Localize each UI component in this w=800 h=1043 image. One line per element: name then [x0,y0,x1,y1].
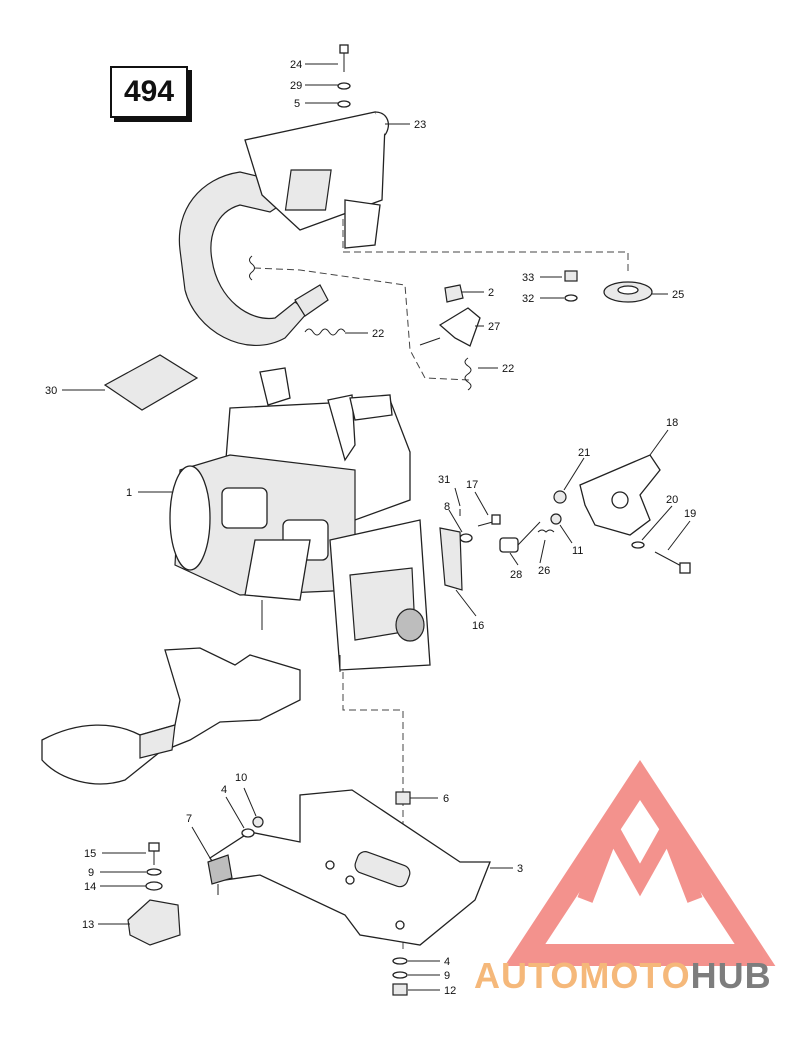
stud-28 [499,521,541,553]
callout-14: 14 [84,881,96,893]
callout-9-left: 9 [88,867,94,879]
bolt-17 [477,514,501,527]
watermark-brand-part1: AUTOMOTO [474,955,691,996]
callout-4-lower: 4 [444,956,450,968]
washer-8 [459,533,473,543]
nut-12 [392,983,408,996]
washer-29 [337,82,351,90]
callout-23: 23 [414,119,426,131]
nut-21 [553,490,567,504]
callout-21: 21 [578,447,590,459]
callout-labels: 24 29 5 23 33 32 25 2 27 22 22 30 18 21 … [45,59,696,997]
callout-25: 25 [672,289,684,301]
callout-5: 5 [294,98,300,110]
callout-4-upper: 4 [221,784,227,796]
washer-4-upper [241,828,255,838]
callout-31: 31 [438,474,450,486]
callout-10: 10 [235,772,247,784]
gasket-30 [103,354,199,411]
spring-22-lower [464,357,472,391]
callout-22-lower: 22 [502,363,514,375]
rubber-mount-7 [207,854,233,895]
washer-32 [564,294,578,302]
callout-17: 17 [466,479,478,491]
exhaust-manifold [41,647,301,785]
bolt-head-2 [444,284,464,303]
heat-shield-16 [439,527,463,591]
callout-7: 7 [186,813,192,825]
bolt-15 [148,842,160,865]
engine-assembly [169,367,431,672]
callout-24: 24 [290,59,302,71]
callout-32: 32 [522,293,534,305]
bolt-24 [339,44,349,72]
callout-8: 8 [444,501,450,513]
callout-28: 28 [510,569,522,581]
mount-bracket-13 [127,899,181,946]
watermark-brand-part2: HUB [690,955,772,996]
washer-20 [631,541,645,549]
engine-support-plate-3 [209,789,491,946]
nut-33 [564,270,578,282]
callout-20: 20 [666,494,678,506]
callout-27: 27 [488,321,500,333]
washer-9-lower [392,971,408,979]
callout-16: 16 [472,620,484,632]
callout-30: 30 [45,385,57,397]
callout-33: 33 [522,272,534,284]
spring-26 [537,529,555,533]
spring-upper-left [249,255,255,281]
bracket-27 [438,307,481,347]
spacer-6 [395,791,411,805]
callout-11: 11 [572,545,583,557]
exhaust-pipe [178,111,389,347]
callout-2: 2 [488,287,494,299]
callout-29: 29 [290,80,302,92]
callout-13: 13 [82,919,94,931]
nut-10 [252,816,264,828]
watermark-logo-icon [504,759,776,966]
callout-19: 19 [684,508,696,520]
callout-22-upper: 22 [372,328,384,340]
page-number-badge: 494 [110,66,188,118]
leader-lines [62,63,691,991]
spring-22-upper [304,328,346,336]
grommet-25 [603,281,653,303]
nut-11 [550,513,562,525]
callout-18: 18 [666,417,678,429]
watermark-brand: AUTOMOTOHUB [474,955,772,997]
washer-9-left [146,868,162,876]
callout-26: 26 [538,565,550,577]
washer-14 [145,881,163,891]
washer-4-lower [392,957,408,965]
bolt-19 [654,551,691,574]
callout-3: 3 [517,863,523,875]
callout-1: 1 [126,487,132,499]
bolt-27 [419,337,441,346]
engine-mount-bracket-18 [579,454,661,536]
washer-5 [337,100,351,108]
callout-9-lower: 9 [444,970,450,982]
callout-12: 12 [444,985,456,997]
callout-6: 6 [443,793,449,805]
callout-15: 15 [84,848,96,860]
